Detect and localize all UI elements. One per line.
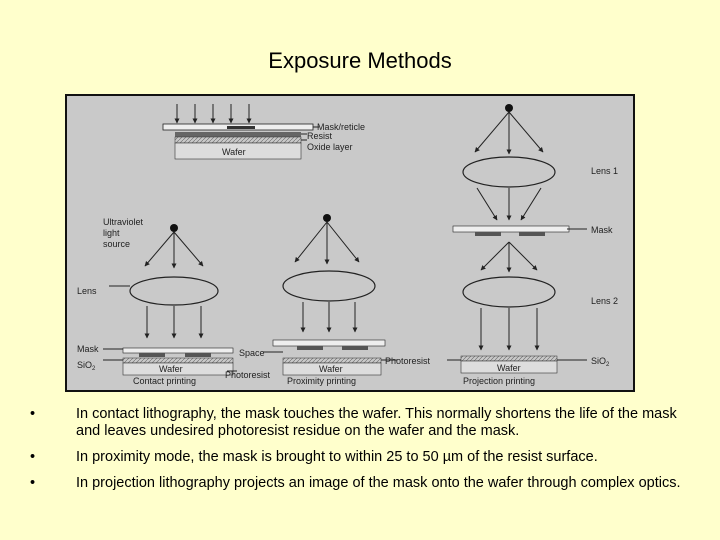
label-resist: Resist [307, 131, 333, 141]
proximity-printing-setup: Space Photoresist Wafer Proximity printi… [239, 214, 431, 386]
label-wafer-proximity: Wafer [319, 364, 343, 374]
bullet-text: In projection lithography projects an im… [76, 475, 681, 491]
label-wafer-projection: Wafer [497, 363, 521, 373]
uv-light-source [170, 224, 178, 232]
bullet-symbol: • [30, 475, 36, 491]
mask-contact [122, 347, 234, 354]
lens-1 [462, 156, 556, 188]
bullet-text: In proximity mode, the mask is brought t… [76, 449, 598, 465]
label-source: source [103, 239, 130, 249]
lens-2 [462, 276, 556, 308]
label-ultraviolet: Ultraviolet [103, 217, 144, 227]
label-wafer-contact: Wafer [159, 364, 183, 374]
label-lens-1: Lens 1 [591, 166, 618, 176]
wafer-projection [460, 360, 558, 374]
contact-printing-setup: Ultraviolet light source Lens Mask SiO2 … [77, 217, 271, 386]
label-mask-left: Mask [77, 344, 99, 354]
label-lens-2: Lens 2 [591, 296, 618, 306]
bullet-item: • In contact lithography, the mask touch… [30, 406, 700, 440]
caption-contact-printing: Contact printing [133, 376, 196, 386]
exposure-methods-diagram: Mask/reticle Resist Oxide layer Wafer Ul… [65, 94, 635, 392]
label-wafer-top: Wafer [222, 147, 246, 157]
caption-projection-printing: Projection printing [463, 376, 535, 386]
bullet-symbol: • [30, 449, 36, 465]
lens-proximity [282, 270, 376, 302]
label-sio2-left: SiO2 [77, 360, 96, 372]
resist-layer [175, 132, 301, 137]
bullet-text: In contact lithography, the mask touches… [76, 406, 677, 439]
lens-contact [129, 276, 219, 306]
slide-title: Exposure Methods [268, 48, 452, 73]
mask-projection [452, 225, 570, 233]
label-photoresist-contact: Photoresist [225, 370, 271, 380]
label-light: light [103, 228, 120, 238]
bullet-symbol: • [30, 406, 36, 422]
bullet-list: • In contact lithography, the mask touch… [30, 406, 700, 501]
label-oxide-layer: Oxide layer [307, 142, 353, 152]
label-mask-reticle: Mask/reticle [317, 122, 365, 132]
caption-proximity-printing: Proximity printing [287, 376, 356, 386]
label-lens: Lens [77, 286, 97, 296]
wafer-layer [174, 142, 302, 160]
label-mask-right: Mask [591, 225, 613, 235]
label-sio2-right: SiO2 [591, 356, 610, 368]
projection-printing-setup: Lens 1 Mask Lens 2 SiO2 Wafer Projection… [447, 104, 618, 386]
wafer-proximity [282, 362, 382, 376]
label-photoresist-proximity: Photoresist [385, 356, 431, 366]
mask-proximity [272, 339, 386, 347]
label-space: Space [239, 348, 265, 358]
wafer-contact [122, 362, 234, 376]
bullet-item: • In projection lithography projects an … [30, 475, 700, 492]
diagram-svg: Mask/reticle Resist Oxide layer Wafer Ul… [77, 104, 618, 386]
layer-stack-illustration: Mask/reticle Resist Oxide layer Wafer [162, 104, 365, 160]
bullet-item: • In proximity mode, the mask is brought… [30, 449, 700, 466]
oxide-layer [174, 136, 302, 144]
